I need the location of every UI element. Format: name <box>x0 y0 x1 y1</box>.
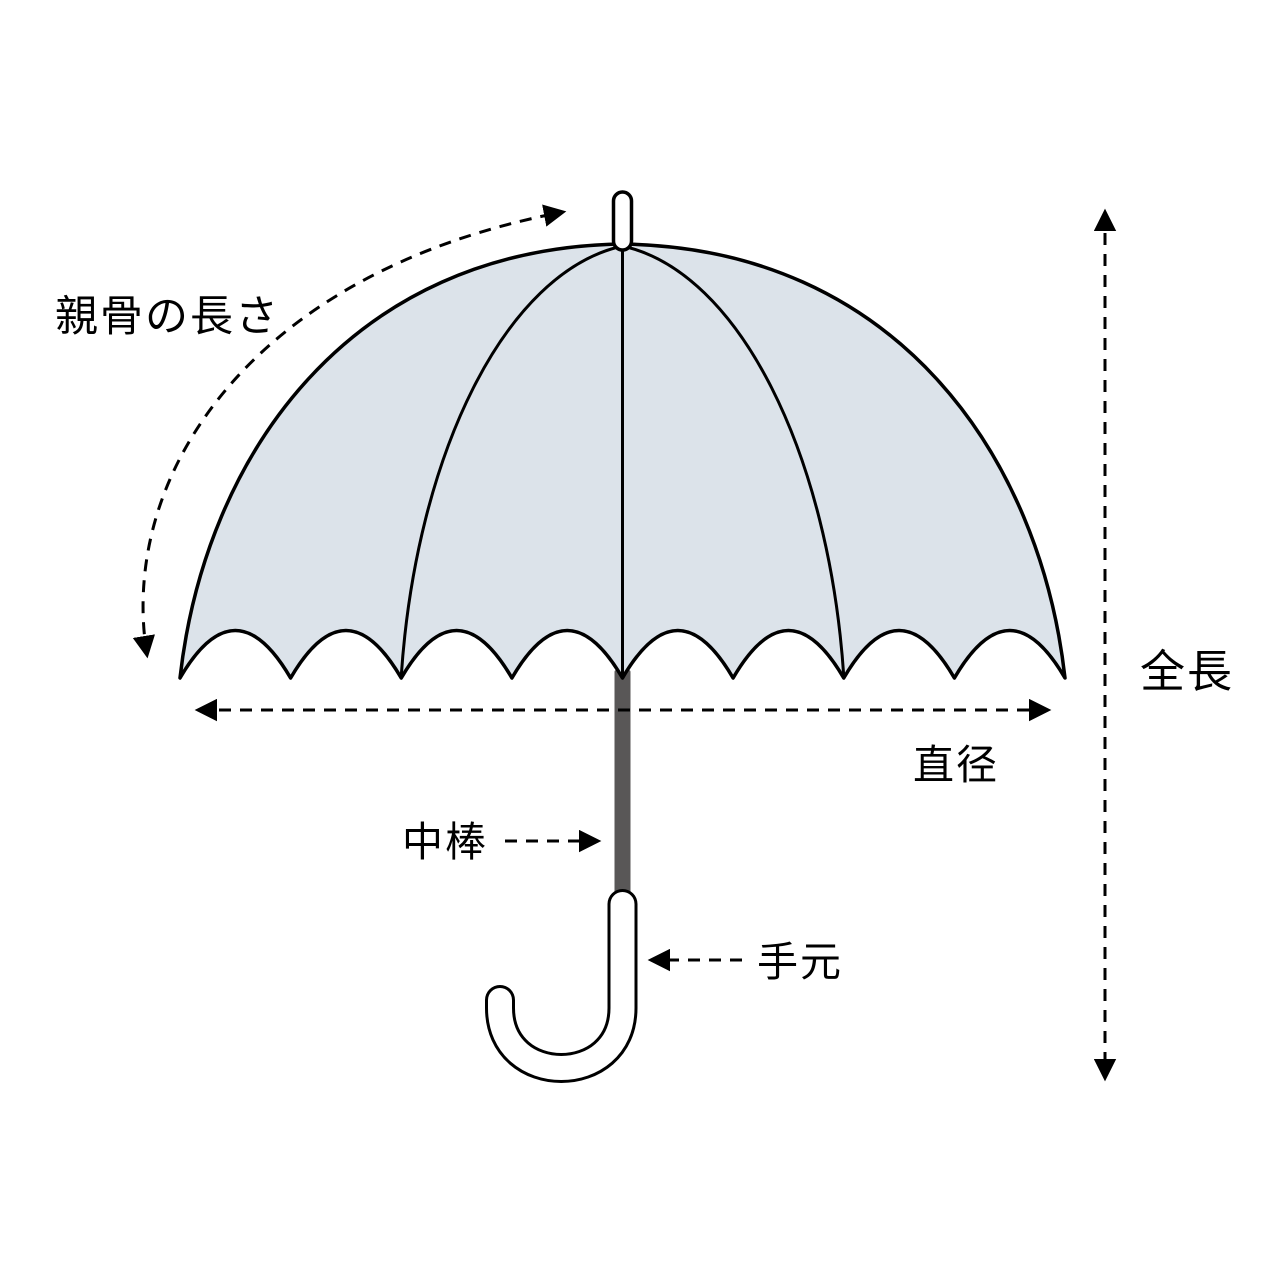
shaft-label: 中棒 <box>402 819 488 865</box>
umbrella-handle <box>488 892 635 1080</box>
diameter-label: 直径 <box>913 742 999 788</box>
handle-label: 手元 <box>757 939 843 985</box>
umbrella-tip <box>611 190 634 252</box>
total-length-label: 全長 <box>1140 646 1234 697</box>
canopy-rib-right <box>622 244 846 677</box>
rib-length-label: 親骨の長さ <box>55 293 280 341</box>
umbrella-shaft <box>614 670 631 910</box>
